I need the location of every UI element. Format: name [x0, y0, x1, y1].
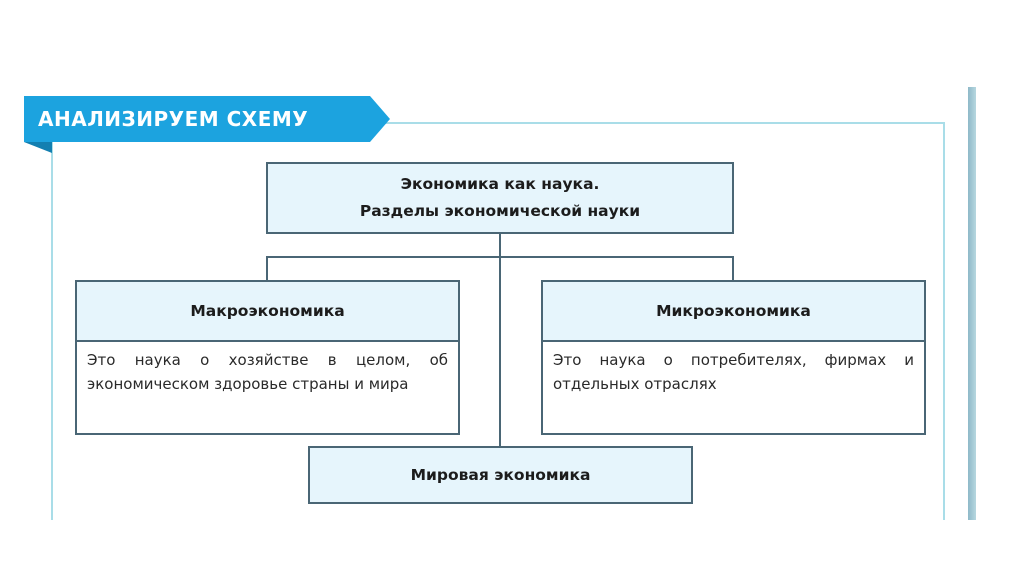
scheme-frame [51, 122, 945, 520]
node-microeconomics-title: Микроэкономика [656, 302, 811, 320]
node-microeconomics-description: Это наука о потребителях, фирмах и отдел… [553, 351, 914, 393]
node-microeconomics-header: Микроэкономика [543, 282, 924, 342]
node-macroeconomics-title: Макроэкономика [190, 302, 345, 320]
node-world-economy-title: Мировая экономика [410, 466, 591, 484]
root-node-line1: Экономика как наука. [400, 175, 600, 193]
connector-right-drop [732, 256, 734, 281]
banner-title: АНАЛИЗИРУЕМ СХЕМУ [38, 107, 309, 131]
side-divider-bar [968, 87, 976, 520]
connector-left-drop [266, 256, 268, 281]
section-banner: АНАЛИЗИРУЕМ СХЕМУ [24, 96, 390, 153]
node-microeconomics: Микроэкономика Это наука о потребителях,… [541, 280, 926, 435]
root-node-line2: Разделы экономической науки [359, 202, 641, 220]
node-macroeconomics-description: Это наука о хозяйстве в целом, об эконом… [87, 351, 448, 393]
node-macroeconomics: Макроэкономика Это наука о хозяйстве в ц… [75, 280, 460, 435]
root-node: Экономика как наука. Разделы экономическ… [266, 162, 734, 234]
node-world-economy: Мировая экономика [308, 446, 693, 504]
connector-horizontal [266, 256, 734, 258]
banner-ribbon-shape [24, 96, 390, 153]
node-macroeconomics-header: Макроэкономика [77, 282, 458, 342]
connector-root-trunk [499, 233, 501, 447]
